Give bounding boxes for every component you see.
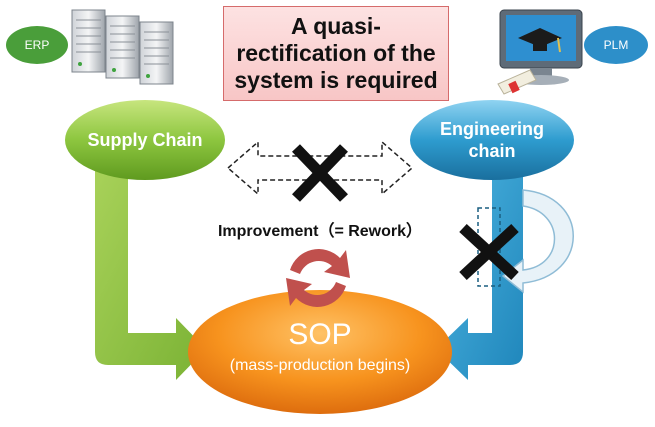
erp-tag-shape bbox=[6, 26, 68, 64]
loop-back-arrow bbox=[501, 189, 574, 294]
title-callout: A quasi-rectification of the system is r… bbox=[223, 6, 449, 101]
cycle-arrows-icon bbox=[286, 249, 350, 307]
engineering-to-sop-arrow bbox=[436, 160, 523, 380]
blocked-x-icon bbox=[292, 144, 348, 202]
supply-chain-node bbox=[65, 100, 225, 180]
sop-node bbox=[188, 290, 452, 414]
erp-label: ERP bbox=[24, 38, 50, 52]
sop-subtitle: (mass-production begins) bbox=[229, 357, 411, 374]
engineering-chain-node bbox=[410, 100, 574, 180]
monitor-graduation-icon bbox=[497, 9, 583, 95]
engineering-blocked-x-icon bbox=[459, 223, 519, 281]
sop-title: SOP bbox=[288, 318, 352, 351]
supply-to-sop-arrow bbox=[95, 160, 206, 380]
engineering-chain-label: Engineering chain bbox=[439, 119, 544, 161]
plm-label: PLM bbox=[603, 38, 629, 52]
supply-chain-label: Supply Chain bbox=[87, 130, 203, 150]
plm-tag-shape bbox=[584, 26, 648, 64]
server-rack-icon bbox=[71, 9, 174, 85]
title-text: A quasi-rectification of the system is r… bbox=[234, 13, 438, 93]
improvement-label: Improvement（= Rework） bbox=[217, 223, 423, 240]
